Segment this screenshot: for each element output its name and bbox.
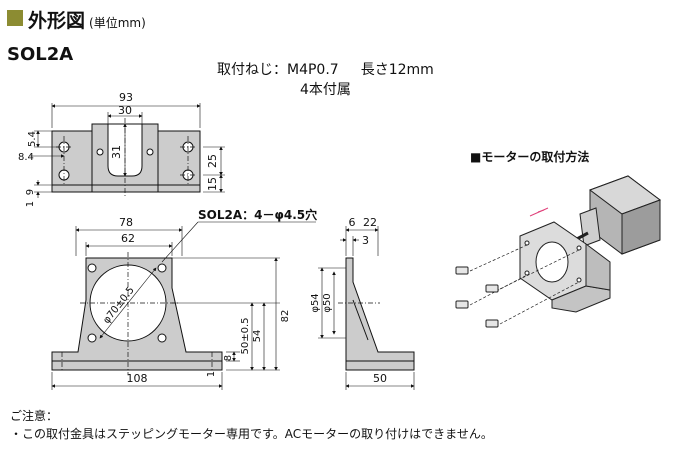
dim-5-4: 5.4 [27,131,38,147]
model-name: SOL2A [7,44,74,65]
dim-108: 108 [127,372,148,385]
dim-78: 78 [119,216,133,229]
top-view-drawing [30,103,225,198]
spec-quantity: 4本付属 [300,82,351,98]
dim-50-side: 50 [373,372,387,385]
dim-82: 82 [280,310,291,323]
title-square-icon [7,10,23,26]
dim-54-front: 54 [252,330,263,343]
dim-8-4: 8.4 [18,152,34,163]
dim-1-top: 1 [25,201,36,207]
dim-9: 9 [25,189,36,195]
dim-8-front: 8 [223,355,234,361]
front-view-drawing [51,221,316,390]
note-line: ・この取付金具はステッピングモーター専用です。ACモーターの取り付けはできません… [10,427,493,441]
dim-15: 15 [206,177,219,191]
mounting-direction-arrow [529,207,549,217]
dim-31: 31 [110,145,123,159]
title-text: 外形図 [28,10,86,32]
mounting-title: ■モーターの取付方法 [470,149,589,164]
dim-6: 6 [349,216,356,229]
hole-callout: SOL2A：4－φ4.5穴 [198,207,317,222]
dim-phi50: φ50 [322,293,333,312]
page-title: 外形図(単位mm) [28,6,146,33]
dim-3: 3 [362,234,369,247]
dim-phi54: φ54 [310,293,321,312]
dim-50-front: 50±0.5 [240,317,251,354]
title-unit: (単位mm) [89,16,146,30]
note-title: ご注意： [10,409,59,423]
dim-93: 93 [119,91,133,104]
side-view-drawing [318,226,415,390]
dim-22: 22 [363,216,377,229]
spec-screw-text: 取付ねじ：M4P0.7 [217,62,339,78]
dim-62: 62 [121,232,135,245]
dim-30: 30 [118,104,132,117]
mounting-illustration [455,175,662,328]
spec-screw: 取付ねじ：M4P0.7 長さ12mm [217,59,434,79]
spec-length-text: 長さ12mm [360,62,434,78]
dim-1-front: 1 [206,371,217,377]
dim-25: 25 [206,154,219,168]
